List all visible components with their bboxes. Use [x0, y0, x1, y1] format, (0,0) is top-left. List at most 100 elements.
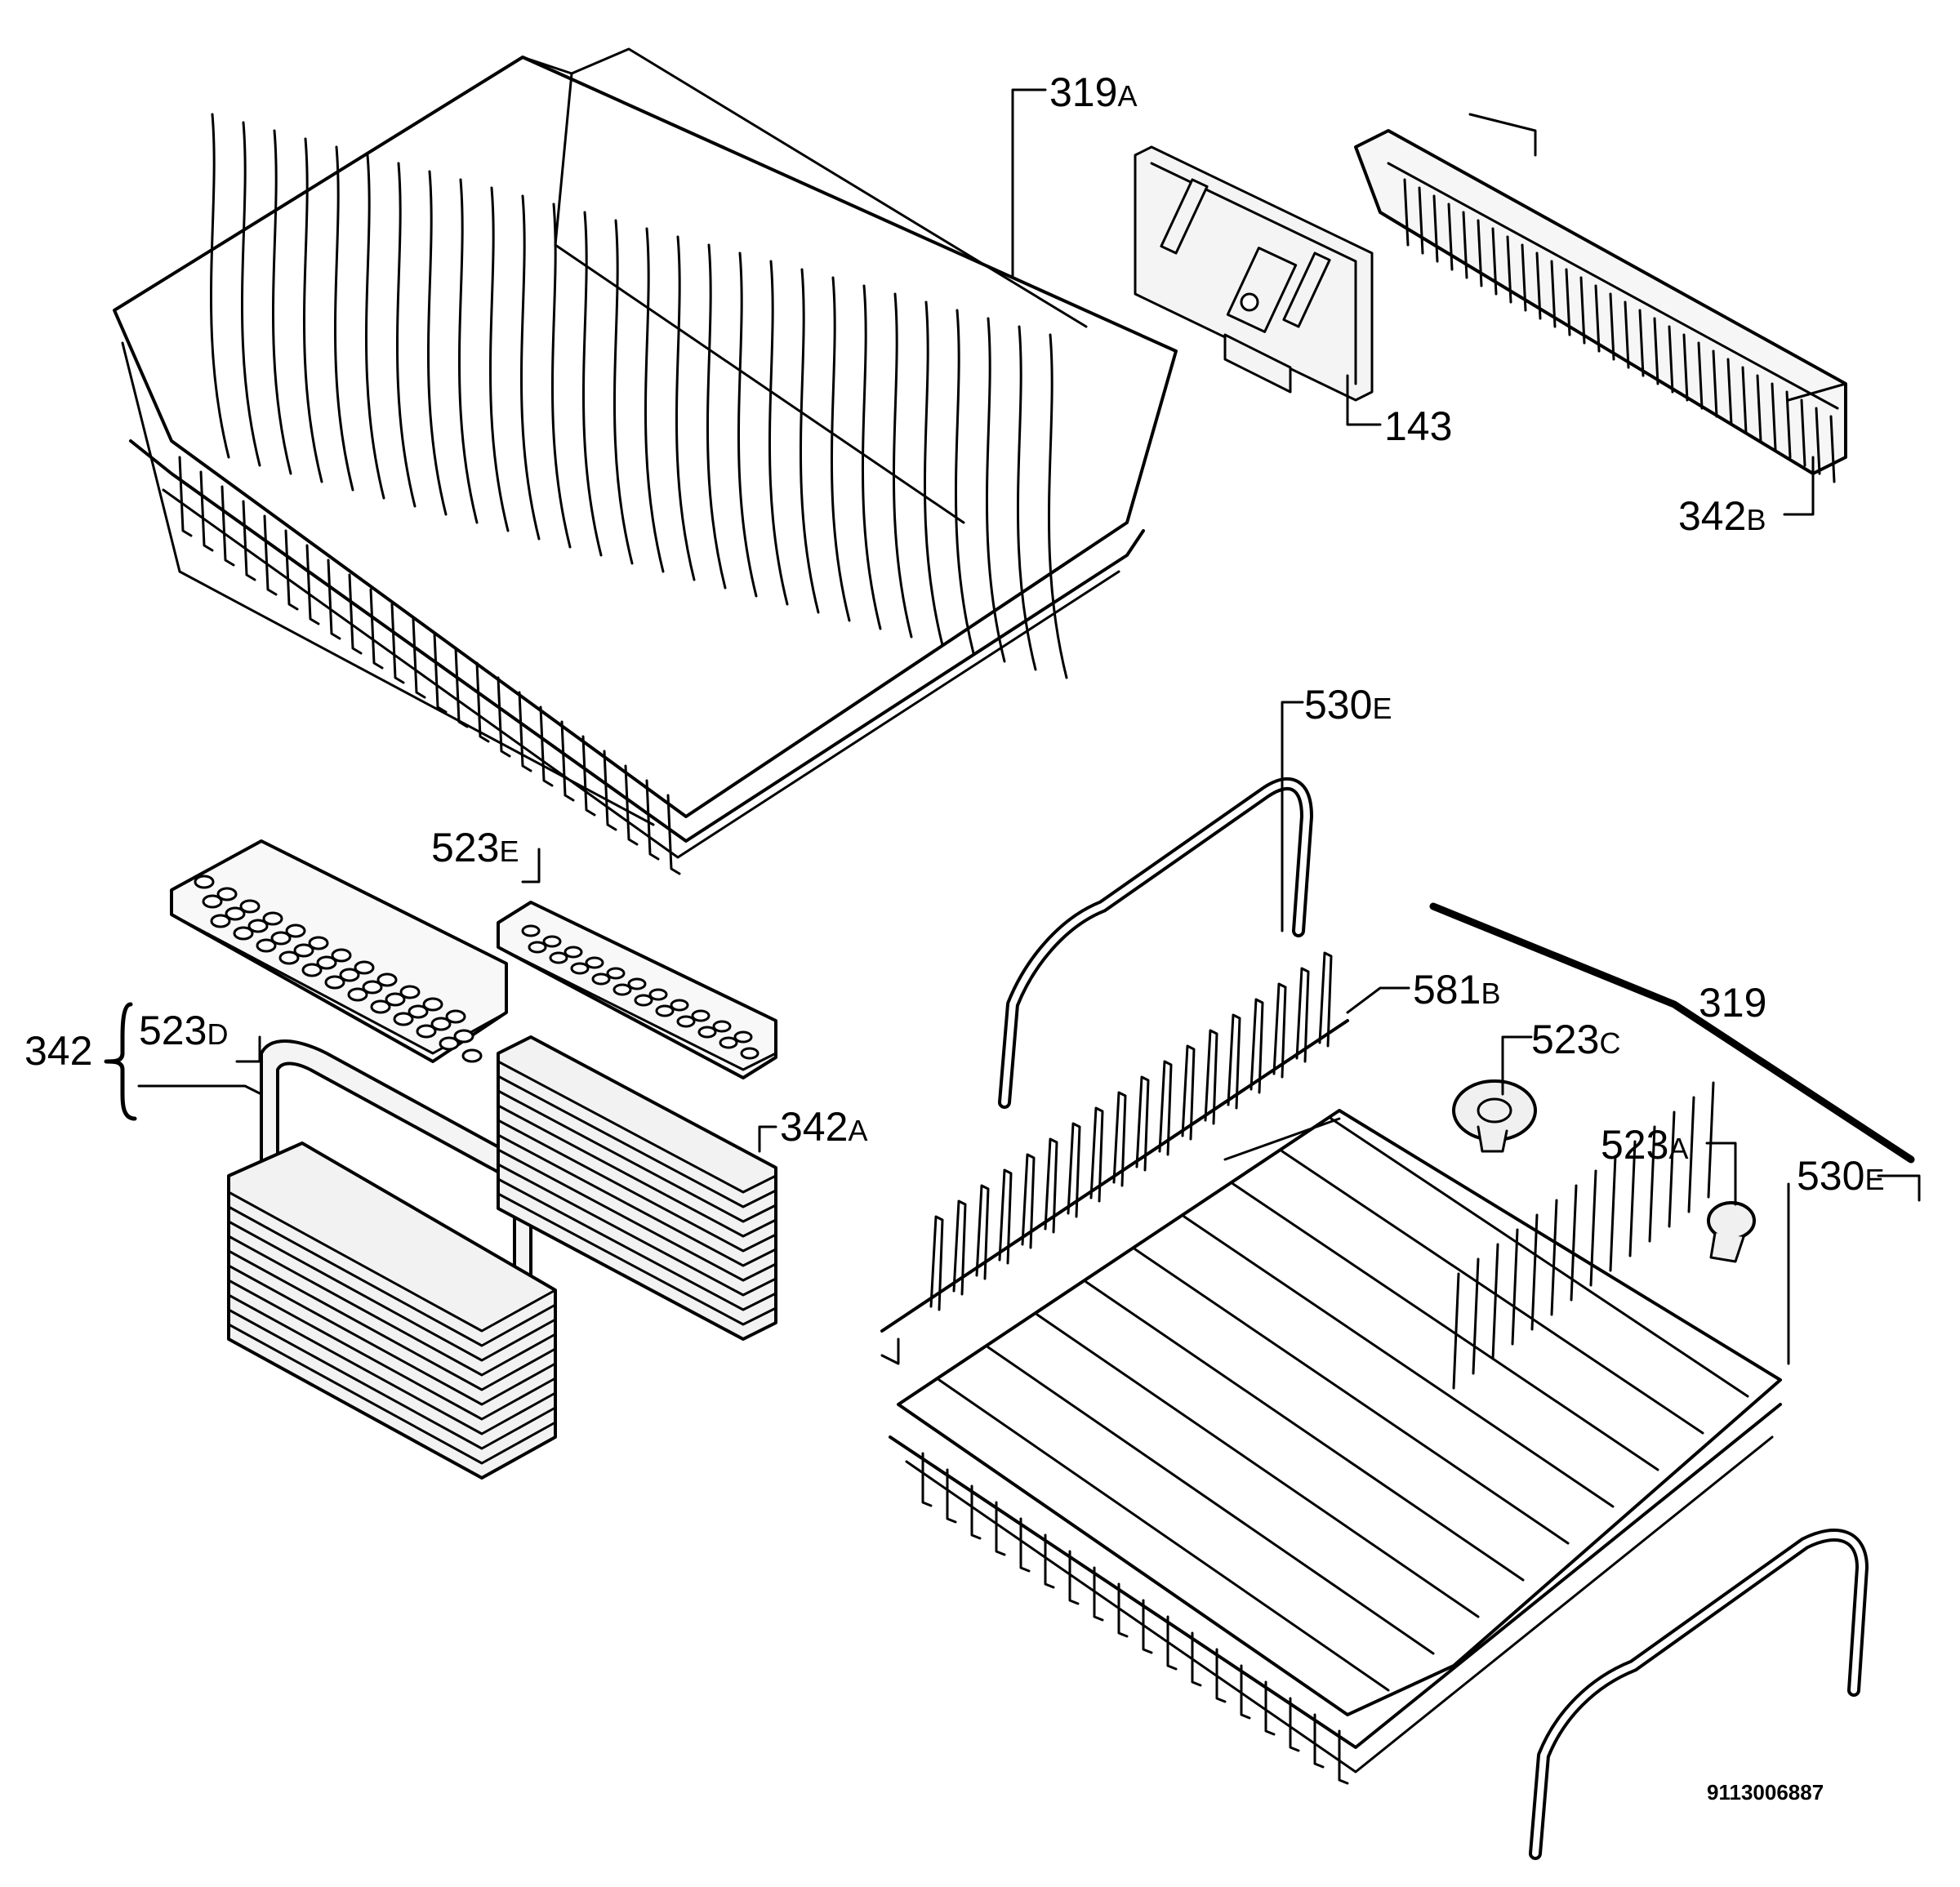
rack-wire	[923, 300, 944, 647]
label-suffix: B	[1481, 977, 1501, 1010]
tray-hole	[453, 1029, 474, 1044]
rack-wire	[1530, 1213, 1539, 1331]
basket-slat	[1447, 202, 1454, 271]
tray-hole	[256, 938, 277, 953]
label-suffix: C	[1599, 1026, 1621, 1060]
label-num: 319	[1699, 980, 1767, 1026]
rack-wire	[1550, 1199, 1558, 1316]
rack-wire	[1117, 1582, 1129, 1638]
label-523A: 523A	[1601, 1124, 1688, 1165]
rack-wire	[1093, 1566, 1104, 1622]
rack-wire	[263, 514, 278, 596]
label-num: 523	[139, 1008, 207, 1053]
rack-wire	[666, 794, 681, 875]
tray-hole	[301, 963, 323, 977]
basket-slat	[497, 1060, 777, 1194]
rack-wire	[1570, 1184, 1578, 1302]
label-num: 143	[1384, 403, 1453, 449]
rack-wire	[644, 227, 665, 573]
basket-slat	[497, 1163, 777, 1297]
tray-hole	[233, 926, 254, 941]
basket-slat	[227, 1249, 557, 1391]
tray-hole	[740, 1047, 760, 1060]
tray-hole	[393, 1012, 414, 1026]
tray-hole	[210, 914, 231, 928]
rack-wire	[1313, 1713, 1325, 1769]
tray-hole	[422, 997, 443, 1012]
rack-wire	[518, 691, 532, 772]
label-num: 342	[780, 1104, 849, 1150]
tray-hole	[528, 941, 547, 954]
tray-hole	[399, 985, 421, 999]
fold-tine	[1067, 1122, 1081, 1218]
basket-slat	[1653, 317, 1659, 385]
basket-slat	[497, 1119, 777, 1253]
basket-slat	[1756, 374, 1762, 443]
basket-slat	[1594, 284, 1601, 353]
basket-slat	[1624, 300, 1630, 369]
label-num: 530	[1304, 682, 1373, 728]
rack-wire	[1047, 333, 1068, 679]
rack-wire	[1687, 1096, 1695, 1213]
rack-wire	[581, 735, 596, 817]
fold-tine	[1021, 1153, 1036, 1249]
basket-slat	[227, 1323, 557, 1465]
fold-tine	[1204, 1029, 1218, 1125]
label-319: 319	[1699, 982, 1766, 1023]
tray-hole	[331, 948, 352, 963]
basket-slat	[1800, 398, 1806, 467]
label-num: 581	[1413, 967, 1481, 1012]
basket-slat	[1550, 260, 1557, 328]
basket-slat	[1726, 358, 1733, 426]
tray-hole	[408, 1004, 429, 1019]
tray-hole	[293, 943, 314, 958]
label-num: 523	[431, 825, 500, 870]
rack-wire	[1085, 1280, 1525, 1582]
rack-wire	[1609, 1155, 1617, 1272]
basket-slat	[1477, 219, 1483, 287]
cutlery-tray-523E	[497, 901, 777, 1079]
tray-hole	[648, 988, 668, 1001]
tray-hole	[585, 956, 604, 969]
rack-wire	[1134, 1248, 1570, 1545]
tray-hole	[416, 1024, 437, 1039]
label-num: 523	[1531, 1017, 1600, 1062]
fold-tine	[1044, 1137, 1058, 1234]
fold-tine	[1089, 1106, 1104, 1203]
label-319A: 319A	[1049, 72, 1137, 113]
basket-slat	[227, 1191, 557, 1333]
tray-hole	[691, 1009, 710, 1022]
lower-rack	[889, 1081, 1782, 1785]
basket-slat	[227, 1220, 557, 1362]
label-num: 342	[24, 1028, 93, 1074]
document-id: 9113006887	[1707, 1780, 1824, 1805]
tray-hole	[461, 1048, 483, 1063]
rack-wire	[519, 194, 541, 541]
tray-hole	[385, 992, 406, 1007]
basket-slat	[1506, 235, 1512, 304]
basket-slat	[1771, 382, 1777, 451]
rack-wire	[1648, 1125, 1656, 1243]
rack-wire	[305, 544, 320, 625]
tray-hole	[270, 931, 292, 946]
rack-wire	[327, 559, 341, 640]
rail-530E-top	[998, 777, 1313, 1109]
rack-wire	[240, 121, 261, 467]
label-530E-right: 530E	[1797, 1155, 1884, 1196]
rack-wire	[830, 276, 851, 622]
basket-slat	[227, 1293, 557, 1435]
basket-slat	[1579, 276, 1586, 345]
basket-slat	[1638, 309, 1645, 377]
rack-wire	[364, 154, 385, 500]
basket-slat	[1712, 349, 1718, 418]
wheel-523C	[1452, 1079, 1537, 1153]
rack-wire	[550, 202, 572, 549]
label-suffix: A	[848, 1114, 868, 1147]
label-530E-top: 530E	[1304, 684, 1392, 725]
label-suffix: B	[1746, 503, 1766, 536]
rack-wire	[433, 632, 448, 714]
rack-wire	[1472, 1257, 1480, 1375]
basket-slat	[497, 1089, 777, 1223]
rack-wire	[475, 661, 490, 743]
